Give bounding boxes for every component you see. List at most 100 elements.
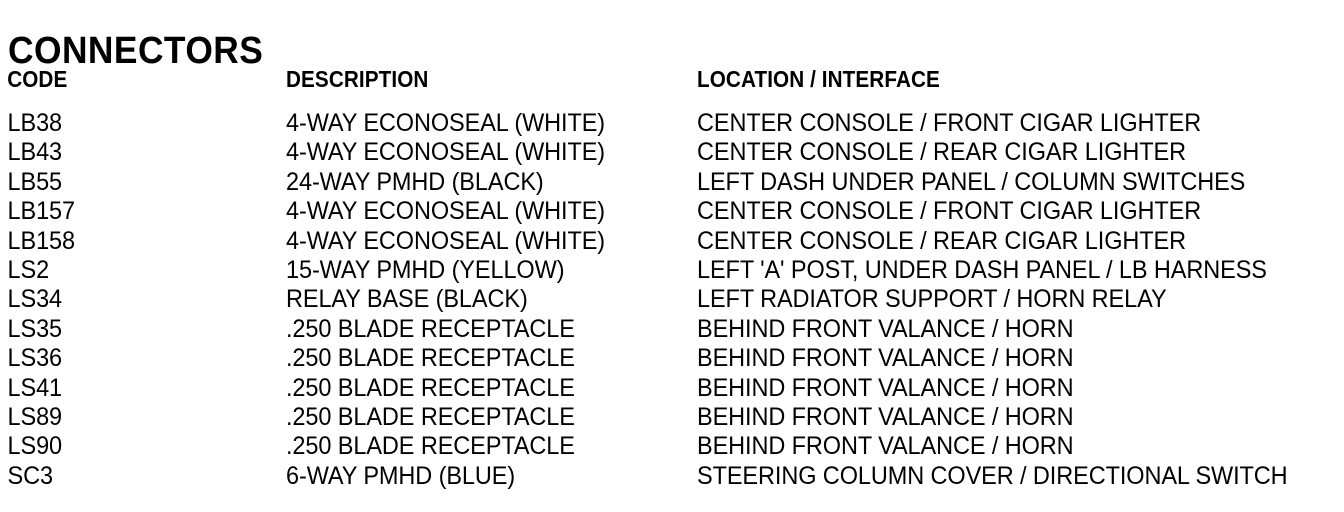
cell-location: CENTER CONSOLE / FRONT CIGAR LIGHTER (697, 197, 1344, 226)
cell-description: 15-WAY PMHD (YELLOW) (286, 256, 697, 285)
cell-description: 6-WAY PMHD (BLUE) (286, 462, 697, 491)
table-row: LS2 15-WAY PMHD (YELLOW) LEFT 'A' POST, UN… (0, 256, 1344, 285)
cell-location-text: LEFT RADIATOR SUPPORT / HORN RELAY (697, 285, 1167, 314)
cell-location-text: CENTER CONSOLE / REAR CIGAR LIGHTER (697, 138, 1186, 167)
cell-description: RELAY BASE (BLACK) (286, 285, 697, 314)
cell-description: 4-WAY ECONOSEAL (WHITE) (286, 109, 697, 138)
cell-description: 4-WAY ECONOSEAL (WHITE) (286, 197, 697, 226)
cell-code-text: LS36 (7, 344, 63, 373)
cell-location-text: CENTER CONSOLE / FRONT CIGAR LIGHTER (697, 109, 1202, 137)
cell-code-text: LS2 (7, 255, 50, 284)
cell-location: CENTER CONSOLE / REAR CIGAR LIGHTER (697, 227, 1344, 256)
cell-code-text: LB157 (7, 197, 76, 226)
cell-code: LS90 (0, 432, 286, 461)
cell-code-text: LB55 (7, 167, 63, 196)
cell-code: LB38 (0, 109, 286, 138)
cell-code: LB55 (0, 168, 286, 197)
table-row: LS34 RELAY BASE (BLACK) LEFT RADIATOR SUPP… (0, 285, 1344, 314)
cell-code: LB157 (0, 197, 286, 226)
cell-location-text: STEERING COLUMN COVER / DIRECTIONAL SWIT… (697, 461, 1288, 490)
cell-code-text: LS41 (7, 373, 63, 402)
cell-location: CENTER CONSOLE / REAR CIGAR LIGHTER (697, 138, 1344, 167)
column-header-location: LOCATION / INTERFACE (697, 66, 1344, 109)
page-title: CONNECTORS (8, 30, 264, 73)
cell-code-text: LS89 (7, 402, 63, 431)
cell-code: LS36 (0, 344, 286, 373)
cell-location: LEFT RADIATOR SUPPORT / HORN RELAY (697, 285, 1344, 314)
table-row: LB158 4-WAY ECONOSEAL (WHITE) CENTER CONSO… (0, 227, 1344, 256)
cell-location: BEHIND FRONT VALANCE / HORN (697, 374, 1344, 403)
cell-code: LS34 (0, 285, 286, 314)
cell-description-text: .250 BLADE RECEPTACLE (286, 432, 575, 461)
cell-description-text: .250 BLADE RECEPTACLE (286, 344, 575, 373)
cell-description: .250 BLADE RECEPTACLE (286, 315, 697, 344)
cell-code-text: LS34 (7, 285, 63, 314)
cell-code: LB158 (0, 227, 286, 256)
cell-code-text: LS35 (7, 314, 63, 343)
cell-location-text: BEHIND FRONT VALANCE / HORN (697, 432, 1074, 461)
column-header-code: CODE (0, 66, 286, 109)
cell-code-text: LS90 (7, 432, 63, 461)
cell-code: LS2 (0, 256, 286, 285)
table-row: SC3 6-WAY PMHD (BLUE) STEERING COLUMN COVE… (0, 462, 1344, 491)
connectors-table: CODE DESCRIPTION LOCATION / INTERFACE LB… (0, 66, 1344, 491)
column-header-location-label: LOCATION / INTERFACE (697, 66, 940, 92)
cell-code: LB43 (0, 138, 286, 167)
cell-location: BEHIND FRONT VALANCE / HORN (697, 344, 1344, 373)
table-header: CODE DESCRIPTION LOCATION / INTERFACE (0, 66, 1344, 109)
cell-description-text: 4-WAY ECONOSEAL (WHITE) (286, 226, 606, 255)
cell-code-text: LB43 (7, 138, 63, 167)
cell-code-text: SC3 (7, 461, 54, 490)
table-row: LB55 24-WAY PMHD (BLACK) LEFT DASH UNDER P… (0, 168, 1344, 197)
cell-description-text: .250 BLADE RECEPTACLE (286, 402, 575, 431)
cell-location-text: BEHIND FRONT VALANCE / HORN (697, 373, 1074, 402)
cell-code-text: LB158 (7, 226, 76, 255)
cell-description: .250 BLADE RECEPTACLE (286, 374, 697, 403)
table-row: LS35 .250 BLADE RECEPTACLE BEHIND FRONT VA… (0, 315, 1344, 344)
cell-location: LEFT DASH UNDER PANEL / COLUMN SWITCHES (697, 168, 1344, 197)
cell-location: BEHIND FRONT VALANCE / HORN (697, 315, 1344, 344)
cell-description: .250 BLADE RECEPTACLE (286, 403, 697, 432)
cell-location: CENTER CONSOLE / FRONT CIGAR LIGHTER (697, 109, 1344, 138)
cell-location: BEHIND FRONT VALANCE / HORN (697, 403, 1344, 432)
cell-code-text: LB38 (7, 109, 63, 137)
table-row: LB38 4-WAY ECONOSEAL (WHITE)CENTER CONSOL… (0, 109, 1344, 138)
cell-code: LS35 (0, 315, 286, 344)
table-row: LB43 4-WAY ECONOSEAL (WHITE) CENTER CONSOL… (0, 138, 1344, 167)
cell-location-text: LEFT 'A' POST, UNDER DASH PANEL / LB HAR… (697, 255, 1267, 284)
cell-code: LS41 (0, 374, 286, 403)
cell-location-text: CENTER CONSOLE / FRONT CIGAR LIGHTER (697, 197, 1202, 226)
cell-description: 4-WAY ECONOSEAL (WHITE) (286, 227, 697, 256)
cell-code: SC3 (0, 462, 286, 491)
cell-location: BEHIND FRONT VALANCE / HORN (697, 432, 1344, 461)
cell-description: .250 BLADE RECEPTACLE (286, 432, 697, 461)
cell-description-text: 4-WAY ECONOSEAL (WHITE) (286, 138, 606, 167)
column-header-description-label: DESCRIPTION (286, 66, 429, 92)
cell-location-text: BEHIND FRONT VALANCE / HORN (697, 314, 1074, 343)
cell-code: LS89 (0, 403, 286, 432)
column-header-code-label: CODE (7, 66, 68, 92)
table-header-row: CODE DESCRIPTION LOCATION / INTERFACE (0, 66, 1344, 109)
cell-description-text: RELAY BASE (BLACK) (286, 285, 528, 314)
cell-description: 24-WAY PMHD (BLACK) (286, 168, 697, 197)
cell-description-text: 4-WAY ECONOSEAL (WHITE) (286, 197, 606, 226)
table-row: LS36 .250 BLADE RECEPTACLE BEHIND FRONT VA… (0, 344, 1344, 373)
cell-description-text: .250 BLADE RECEPTACLE (286, 314, 575, 343)
cell-description-text: 15-WAY PMHD (YELLOW) (286, 255, 565, 284)
column-header-description: DESCRIPTION (286, 66, 697, 109)
cell-location: LEFT 'A' POST, UNDER DASH PANEL / LB HAR… (697, 256, 1344, 285)
cell-description-text: 24-WAY PMHD (BLACK) (286, 167, 544, 196)
cell-location-text: BEHIND FRONT VALANCE / HORN (697, 402, 1074, 431)
cell-location-text: LEFT DASH UNDER PANEL / COLUMN SWITCHES (697, 167, 1246, 196)
table-row: LB157 4-WAY ECONOSEAL (WHITE) CENTER CONSO… (0, 197, 1344, 226)
table-row: LS41 .250 BLADE RECEPTACLE BEHIND FRONT VA… (0, 374, 1344, 403)
table-row: LS90 .250 BLADE RECEPTACLE BEHIND FRONT VA… (0, 432, 1344, 461)
cell-location-text: CENTER CONSOLE / REAR CIGAR LIGHTER (697, 226, 1186, 255)
cell-description-text: 6-WAY PMHD (BLUE) (286, 461, 516, 490)
cell-location-text: BEHIND FRONT VALANCE / HORN (697, 344, 1074, 373)
table-row: LS89 .250 BLADE RECEPTACLE BEHIND FRONT VA… (0, 403, 1344, 432)
cell-description: .250 BLADE RECEPTACLE (286, 344, 697, 373)
cell-description-text: .250 BLADE RECEPTACLE (286, 373, 575, 402)
